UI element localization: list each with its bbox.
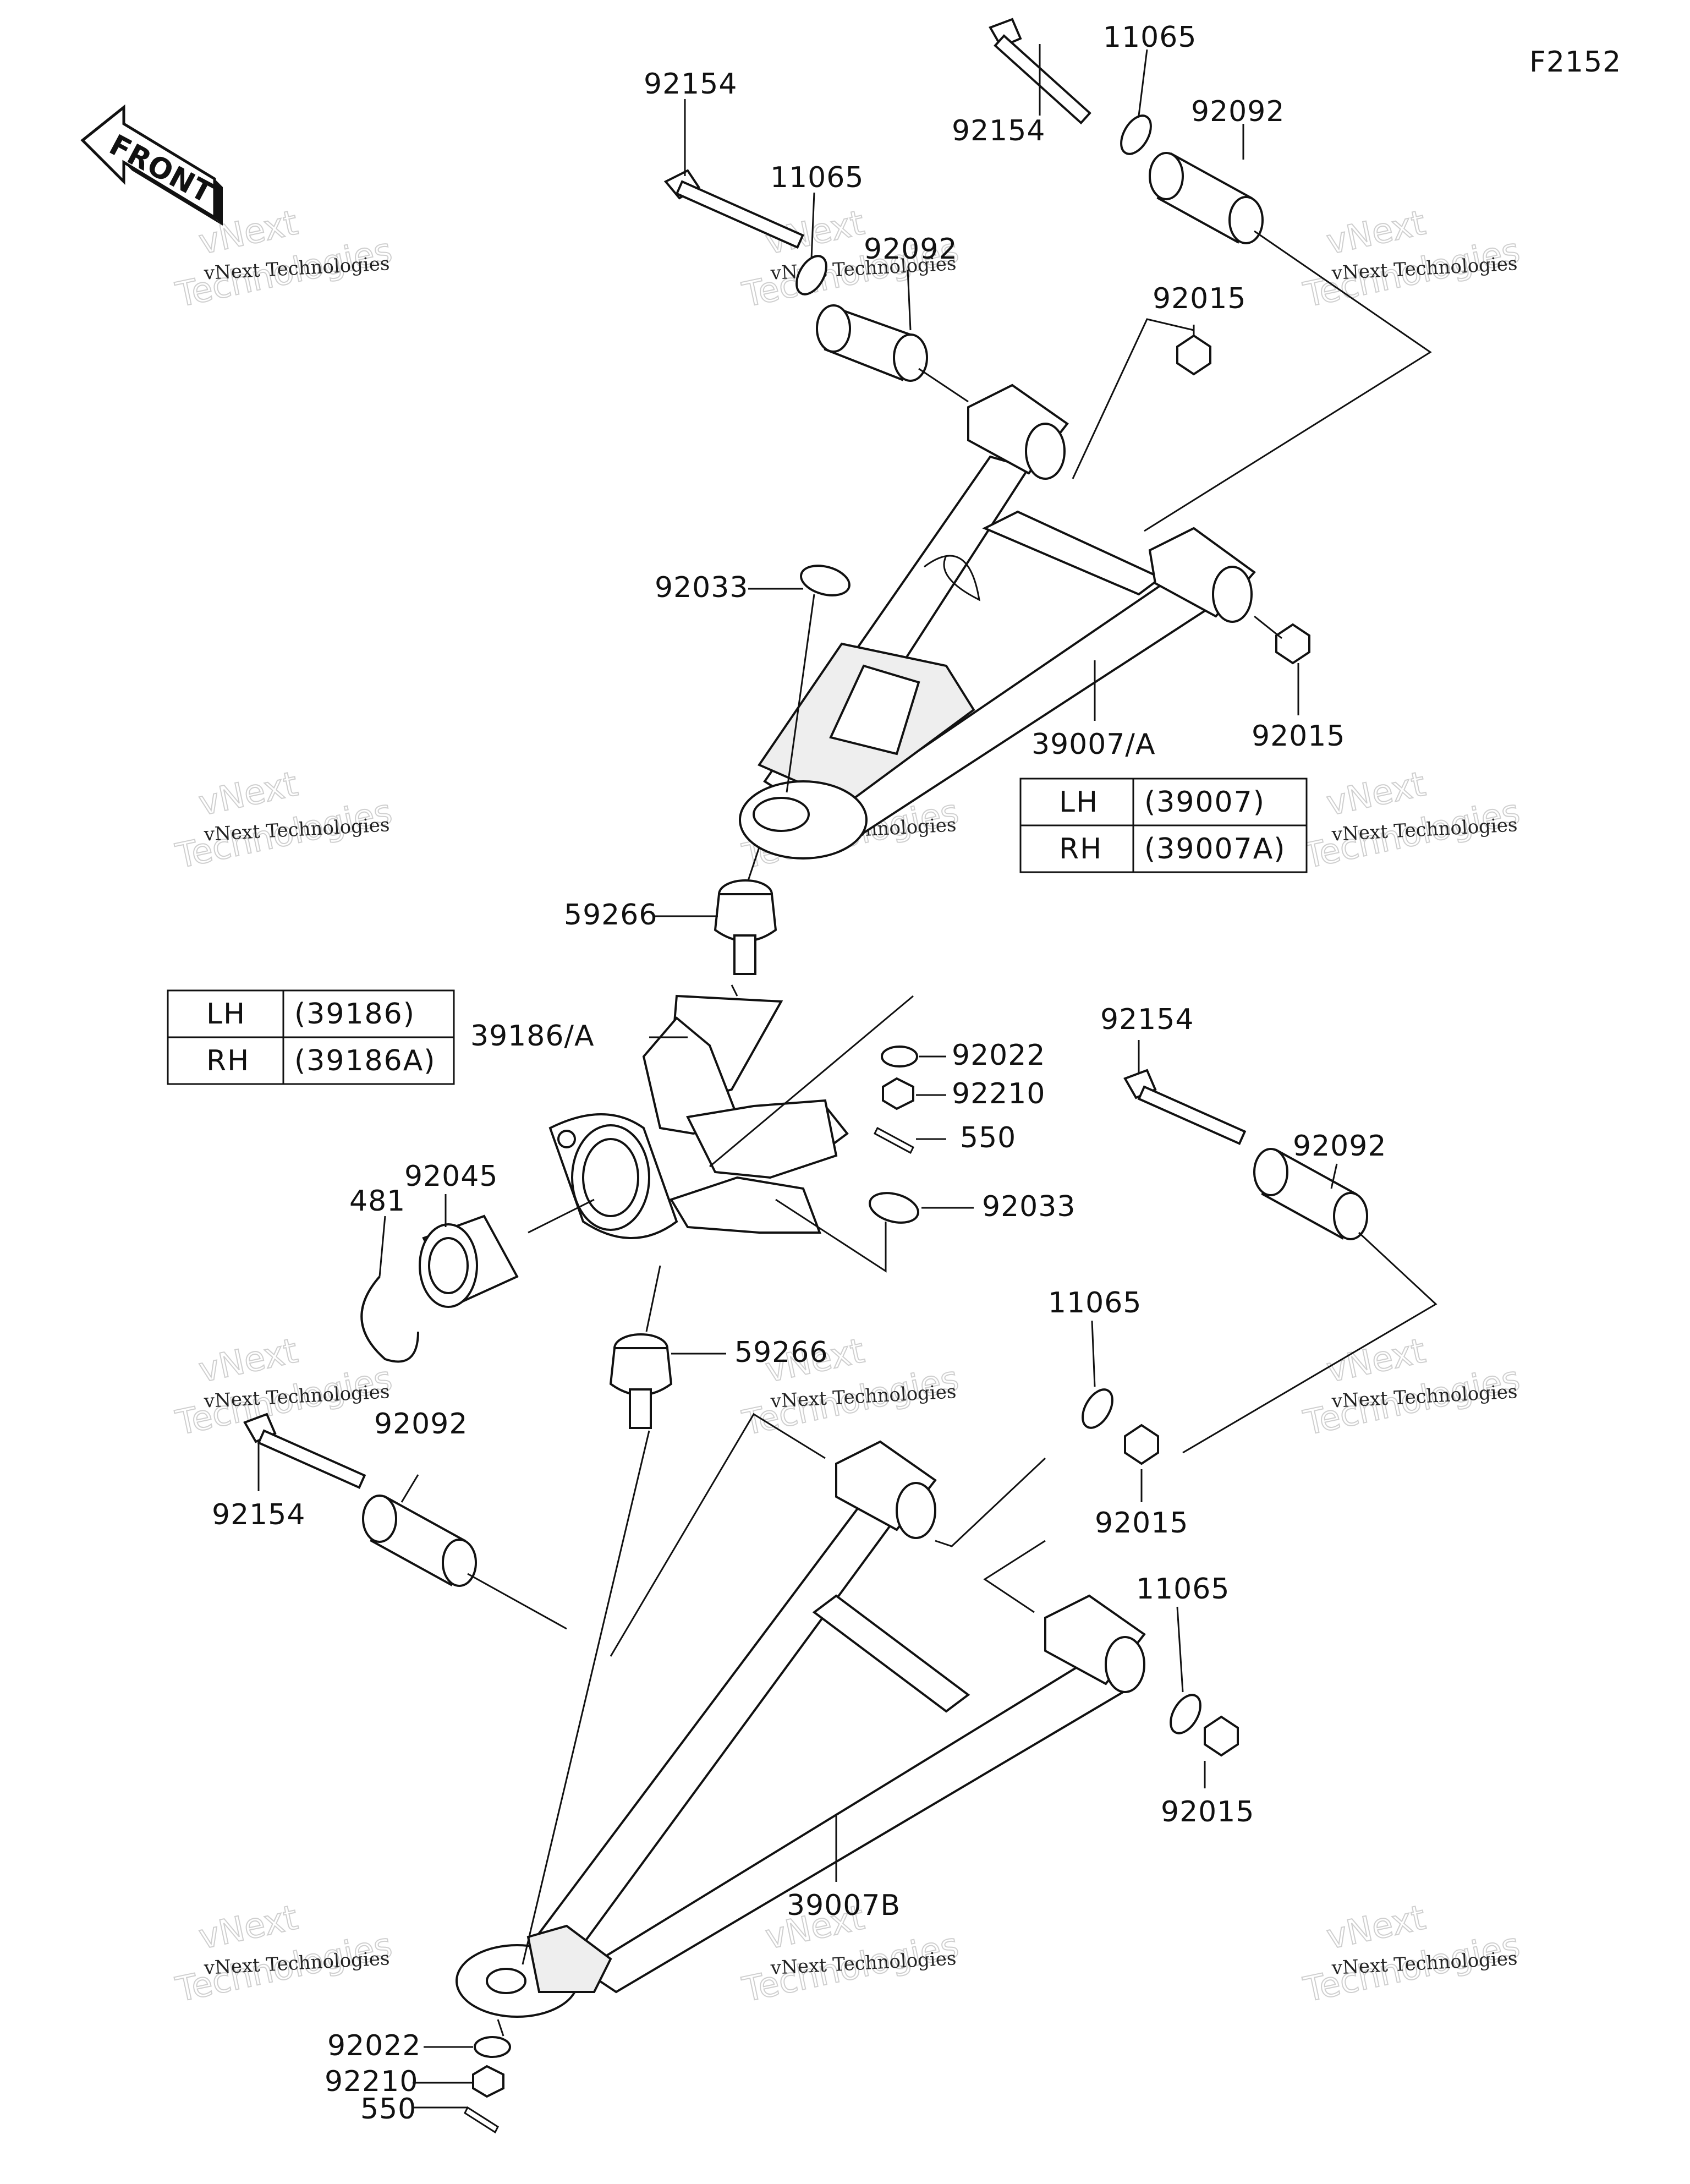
upper-left-washer (795, 255, 827, 295)
mid-right-bushing (1253, 1148, 1368, 1240)
label-59266: 59266 (564, 899, 657, 932)
label-92033: 92033 (655, 571, 748, 604)
watermarks: vNext Technologies vNext Technologies vN… (172, 202, 1524, 2011)
mid-right-bolt (1123, 1069, 1247, 1145)
label-92015: 92015 (1095, 1507, 1188, 1540)
label-92092: 92092 (1293, 1130, 1386, 1163)
label-92033: 92033 (982, 1190, 1076, 1223)
front-arrow-icon: FRONT (80, 104, 223, 226)
lower-left-bolt (243, 1413, 366, 1489)
lower-cotter-pin (464, 2106, 499, 2134)
label-59266: 59266 (734, 1336, 828, 1369)
upper-right-washer (1120, 114, 1152, 155)
label-92092: 92092 (374, 1408, 468, 1441)
upper-right-bolt (989, 18, 1091, 125)
label-92154: 92154 (644, 68, 737, 101)
watermark: vNext Technologies vNext Technologies (1299, 1330, 1524, 1444)
watermark: vNext Technologies vNext Technologies (1299, 1897, 1524, 2011)
label-11065: 11065 (770, 161, 864, 194)
part-labels: 92154 11065 92092 92154 11065 92092 9201… (212, 21, 1386, 2126)
table-side-lh: LH (206, 998, 246, 1031)
diagram-code: F2152 (1529, 46, 1621, 79)
lower-mid-washer (1082, 1388, 1113, 1429)
label-92092: 92092 (864, 233, 957, 266)
lower-rear-nut (1204, 1715, 1239, 1757)
label-92015: 92015 (1161, 1796, 1254, 1829)
lower-castle-nut (472, 2065, 504, 2098)
label-92045: 92045 (404, 1160, 498, 1193)
upper-ball-joint (714, 879, 777, 975)
label-92015: 92015 (1153, 282, 1246, 315)
lower-rear-washer (1170, 1694, 1201, 1734)
label-92210: 92210 (952, 1077, 1045, 1110)
knuckle-castle-nut (882, 1077, 914, 1110)
label-39007b: 39007B (787, 1889, 901, 1922)
upper-right-bushing (1149, 152, 1264, 244)
label-11065: 11065 (1103, 21, 1197, 54)
table-side-lh: LH (1059, 786, 1099, 819)
upper-rear-nut (1275, 623, 1310, 665)
label-481: 481 (349, 1185, 405, 1218)
label-550: 550 (360, 2093, 416, 2126)
watermark: vNext Technologies vNext Technologies (172, 1897, 396, 2011)
upper-left-bolt (663, 169, 804, 249)
watermark: vNext Technologies vNext Technologies (1299, 202, 1524, 316)
knuckle-side-table: LH (39186) RH (39186A) (167, 989, 455, 1085)
steering-knuckle (548, 994, 849, 1239)
label-92092: 92092 (1191, 95, 1285, 128)
snap-ring (360, 1276, 419, 1363)
watermark: vNext Technologies vNext Technologies (172, 202, 396, 316)
watermark: vNext Technologies vNext Technologies (172, 763, 396, 877)
upper-arm-side-table: LH (39007) RH (39007A) (1019, 778, 1308, 873)
table-part-rh: (39007A) (1144, 833, 1286, 866)
table-part-lh: (39007) (1144, 786, 1265, 819)
wheel-bearing (419, 1214, 519, 1308)
lower-ball-joint (609, 1333, 673, 1429)
lower-mid-nut (1124, 1424, 1159, 1465)
label-92154: 92154 (1100, 1003, 1194, 1036)
knuckle-circlip (869, 1192, 919, 1224)
knuckle-washer (881, 1046, 918, 1068)
lower-washer (474, 2036, 511, 2058)
knuckle-cotter-pin (874, 1126, 914, 1154)
label-11065: 11065 (1048, 1287, 1142, 1320)
leader-lines (257, 44, 1437, 2109)
upper-front-nut (1176, 334, 1211, 376)
table-side-rh: RH (1059, 833, 1102, 866)
label-550: 550 (960, 1121, 1016, 1154)
label-11065: 11065 (1136, 1573, 1230, 1606)
upper-circlip (800, 565, 851, 596)
label-92022: 92022 (952, 1039, 1045, 1072)
label-92154: 92154 (212, 1498, 305, 1531)
label-92210: 92210 (325, 2065, 418, 2098)
label-39186-a: 39186/A (470, 1020, 595, 1053)
watermark: vNext Technologies vNext Technologies (1299, 763, 1524, 877)
table-side-rh: RH (206, 1044, 250, 1077)
label-92015: 92015 (1252, 720, 1345, 753)
upper-a-arm (739, 384, 1256, 860)
lower-left-bushing (362, 1495, 477, 1587)
table-part-lh: (39186) (294, 998, 415, 1031)
label-92154: 92154 (952, 114, 1045, 147)
watermark: vNext Technologies vNext Technologies (172, 1330, 396, 1444)
table-part-rh: (39186A) (294, 1044, 436, 1077)
lower-a-arm (456, 1440, 1146, 2018)
label-92022: 92022 (327, 2029, 421, 2062)
label-39007-a: 39007/A (1031, 728, 1156, 761)
